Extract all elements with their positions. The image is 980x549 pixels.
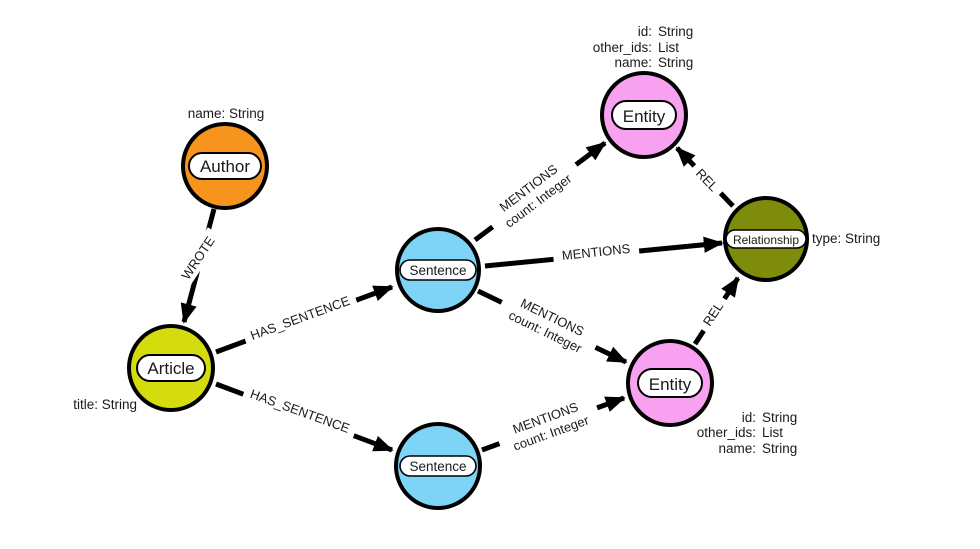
label-backdrop	[241, 289, 359, 347]
edge-label-has-sentence-top: HAS_SENTENCE	[241, 289, 359, 347]
entity-top-properties: id: String other_ids: List name: String	[593, 24, 694, 70]
edge-label-has-sentence-bottom: HAS_SENTENCE	[241, 382, 359, 440]
entity-top-label: Entity	[623, 107, 666, 126]
relationship-label-pill	[725, 229, 807, 249]
label-backdrop	[241, 382, 359, 440]
property-key: name:	[614, 55, 652, 70]
edge-label-wrote: WROTE	[173, 227, 223, 289]
label-backdrop	[173, 227, 223, 289]
property-value: String	[762, 410, 797, 425]
property-key: other_ids:	[697, 425, 756, 440]
label-backdrop	[552, 238, 640, 266]
node-author[interactable]: Author	[181, 122, 269, 210]
property-key: id:	[638, 24, 652, 39]
property-key: name:	[718, 441, 756, 456]
property-value: List	[762, 425, 783, 440]
edge-label-mentions-relationship: MENTIONS	[552, 238, 640, 266]
nodes-layer: Author Article Sentence Sentence Entity …	[127, 71, 809, 510]
node-sentence-top[interactable]: Sentence	[395, 227, 481, 313]
edge-label-rel-top: REL	[687, 160, 727, 200]
edge-label-mentions-entity-top: MENTIONS count: Integer	[481, 149, 585, 239]
entity-bottom-label: Entity	[649, 375, 692, 394]
entity-bottom-properties: id: String other_ids: List name: String	[697, 410, 798, 456]
node-sentence-bottom[interactable]: Sentence	[394, 422, 482, 510]
property-value: List	[658, 40, 679, 55]
article-label: Article	[147, 359, 194, 378]
node-article[interactable]: Article	[127, 324, 215, 412]
property-key: other_ids:	[593, 40, 652, 55]
author-property: name: String	[188, 106, 265, 121]
author-label: Author	[200, 157, 250, 176]
node-entity-bottom[interactable]: Entity	[626, 339, 714, 427]
author-label-pill	[188, 152, 262, 180]
article-property: title: String	[73, 397, 137, 412]
label-backdrop	[687, 160, 727, 200]
label-backdrop	[481, 149, 585, 239]
sentence-bottom-label-pill	[399, 455, 477, 477]
property-value: String	[658, 55, 693, 70]
sentence-bottom-label: Sentence	[409, 459, 466, 474]
property-key: id:	[742, 410, 756, 425]
sentence-top-label-pill	[399, 259, 477, 281]
property-value: String	[762, 441, 797, 456]
edge-label-text: HAS_SENTENCE	[248, 386, 352, 436]
label-backdrop	[695, 293, 731, 335]
edge-label-mentions-entity-bottom-2: MENTIONS count: Integer	[493, 391, 603, 459]
relationship-label: Relationship	[733, 233, 799, 247]
node-relationship[interactable]: Relationship	[723, 196, 809, 282]
edge-label-mentions-entity-bottom-1: MENTIONS count: Integer	[494, 285, 604, 363]
entity-bottom-label-pill	[637, 368, 703, 398]
edge-label-text: HAS_SENTENCE	[248, 293, 352, 343]
property-value: String	[658, 24, 693, 39]
label-backdrop	[494, 285, 604, 363]
label-backdrop	[493, 391, 603, 459]
relationship-property: type: String	[812, 231, 880, 246]
edge-label-text: MENTIONS	[561, 241, 631, 263]
entity-top-label-pill	[611, 100, 677, 130]
sentence-top-label: Sentence	[409, 263, 466, 278]
article-label-pill	[136, 354, 206, 382]
properties-layer: name: String title: String type: String …	[73, 24, 880, 456]
node-entity-top[interactable]: Entity	[600, 71, 688, 159]
